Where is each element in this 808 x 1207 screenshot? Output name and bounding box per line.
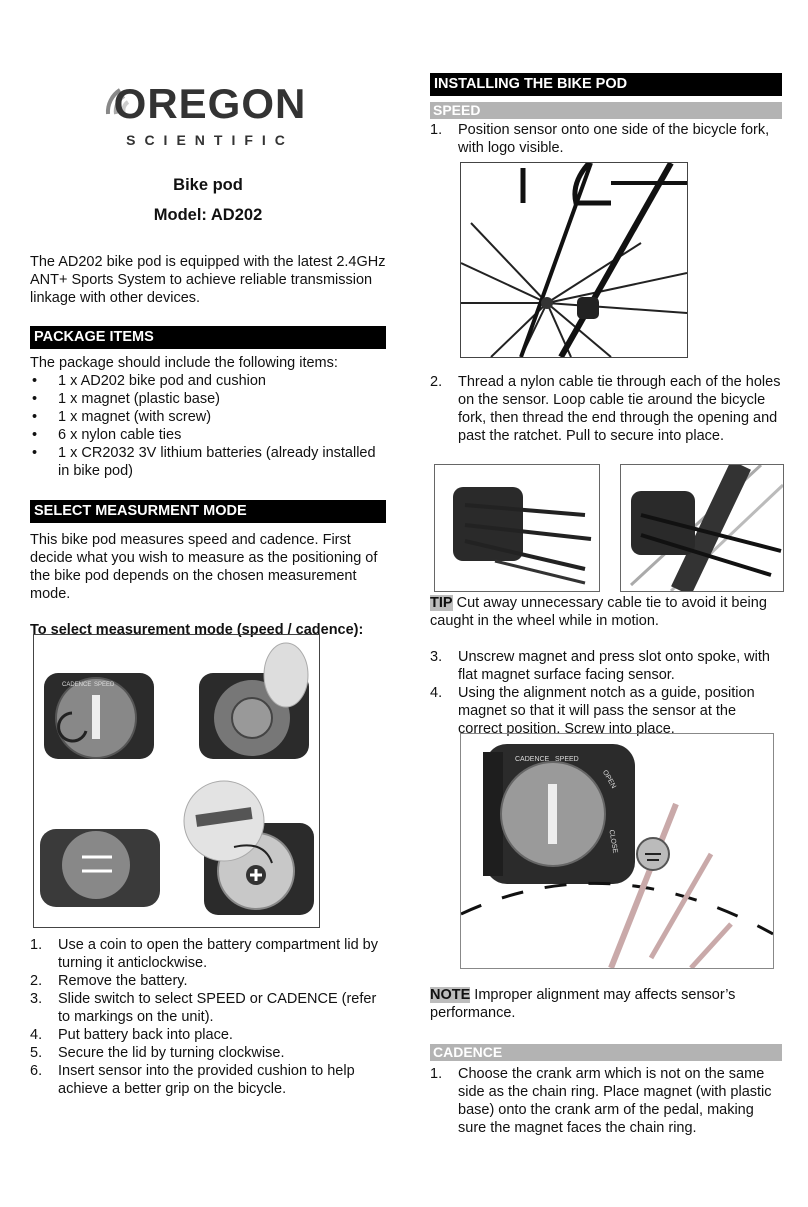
tip-paragraph: TIP Cut away unnecessary cable tie to av…: [430, 594, 782, 630]
battery-steps-icon: [40, 642, 314, 915]
note-paragraph: NOTE Improper alignment may affects sens…: [430, 986, 782, 1022]
cadence-heading: CADENCE: [430, 1044, 782, 1061]
speed-heading: SPEED: [430, 102, 782, 119]
list-item: 4.Put battery back into place.: [30, 1027, 233, 1043]
bicycle-fork-icon: [461, 163, 687, 357]
label-speed-2: SPEED: [555, 756, 579, 763]
list-item: 1.Choose the crank arm which is not on t…: [430, 1066, 772, 1136]
mode-heading: SELECT MEASURMENT MODE: [30, 500, 386, 523]
battery-illustration: CADENCE SPEED: [33, 634, 320, 928]
brand-subtitle: SCIENTIFIC: [126, 132, 294, 148]
magnet-alignment-icon: [461, 744, 773, 968]
package-heading: PACKAGE ITEMS: [30, 326, 386, 349]
cable-tie-illustration-2: [620, 464, 784, 592]
label-speed-1: SPEED: [94, 682, 115, 688]
list-item: 3.Slide switch to select SPEED or CADENC…: [30, 991, 377, 1025]
speed-steps-3: 3.Unscrew magnet and press slot onto spo…: [430, 648, 782, 738]
alignment-illustration: CADENCE SPEED OPEN CLOSE: [460, 733, 774, 969]
speed-steps-1: 1.Position sensor onto one side of the b…: [430, 121, 782, 157]
cable-tie-illustration-1: [434, 464, 600, 592]
install-heading: INSTALLING THE BIKE POD: [430, 73, 782, 96]
list-item: 4.Using the alignment notch as a guide, …: [430, 685, 755, 737]
list-item: 2.Remove the battery.: [30, 973, 188, 989]
fork-illustration: [460, 162, 688, 358]
list-item: •1 x magnet (with screw): [32, 409, 212, 425]
cadence-steps: 1.Choose the crank arm which is not on t…: [430, 1065, 782, 1137]
list-item: •6 x nylon cable ties: [32, 427, 182, 443]
cable-tie-icon: [453, 487, 592, 585]
intro-text: The AD202 bike pod is equipped with the …: [30, 254, 386, 306]
brand-name: OREGON: [113, 80, 307, 127]
brand-logo: OREGON SCIENTIFIC: [100, 78, 310, 158]
label-cadence-2: CADENCE: [515, 756, 550, 763]
list-item: 2.Thread a nylon cable tie through each …: [430, 374, 781, 444]
package-list: •1 x AD202 bike pod and cushion •1 x mag…: [30, 372, 386, 480]
label-cadence-1: CADENCE: [62, 682, 92, 688]
tip-text: Cut away unnecessary cable tie to avoid …: [430, 595, 767, 629]
list-item: 3.Unscrew magnet and press slot onto spo…: [430, 649, 770, 683]
oregon-logo-icon: [105, 88, 130, 115]
list-item: •1 x AD202 bike pod and cushion: [32, 373, 266, 389]
list-item: 5.Secure the lid by turning clockwise.: [30, 1045, 285, 1061]
speed-steps-2: 2.Thread a nylon cable tie through each …: [430, 373, 782, 445]
mode-steps: 1.Use a coin to open the battery compart…: [30, 936, 386, 1098]
doc-title: Bike pod: [173, 176, 243, 194]
list-item: 1.Use a coin to open the battery compart…: [30, 937, 378, 971]
doc-model: Model: AD202: [153, 206, 263, 224]
list-item: 1.Position sensor onto one side of the b…: [430, 122, 770, 156]
list-item: •1 x CR2032 3V lithium batteries (alread…: [32, 445, 376, 479]
note-text: Improper alignment may affects sensor’s …: [430, 987, 736, 1021]
list-item: 6.Insert sensor into the provided cushio…: [30, 1063, 355, 1097]
tip-label: TIP: [430, 595, 453, 611]
package-lead: The package should include the following…: [30, 355, 338, 371]
mode-text: This bike pod measures speed and cadence…: [30, 532, 378, 602]
list-item: •1 x magnet (plastic base): [32, 391, 220, 407]
note-label: NOTE: [430, 987, 471, 1003]
cable-tie-fork-icon: [629, 465, 783, 591]
